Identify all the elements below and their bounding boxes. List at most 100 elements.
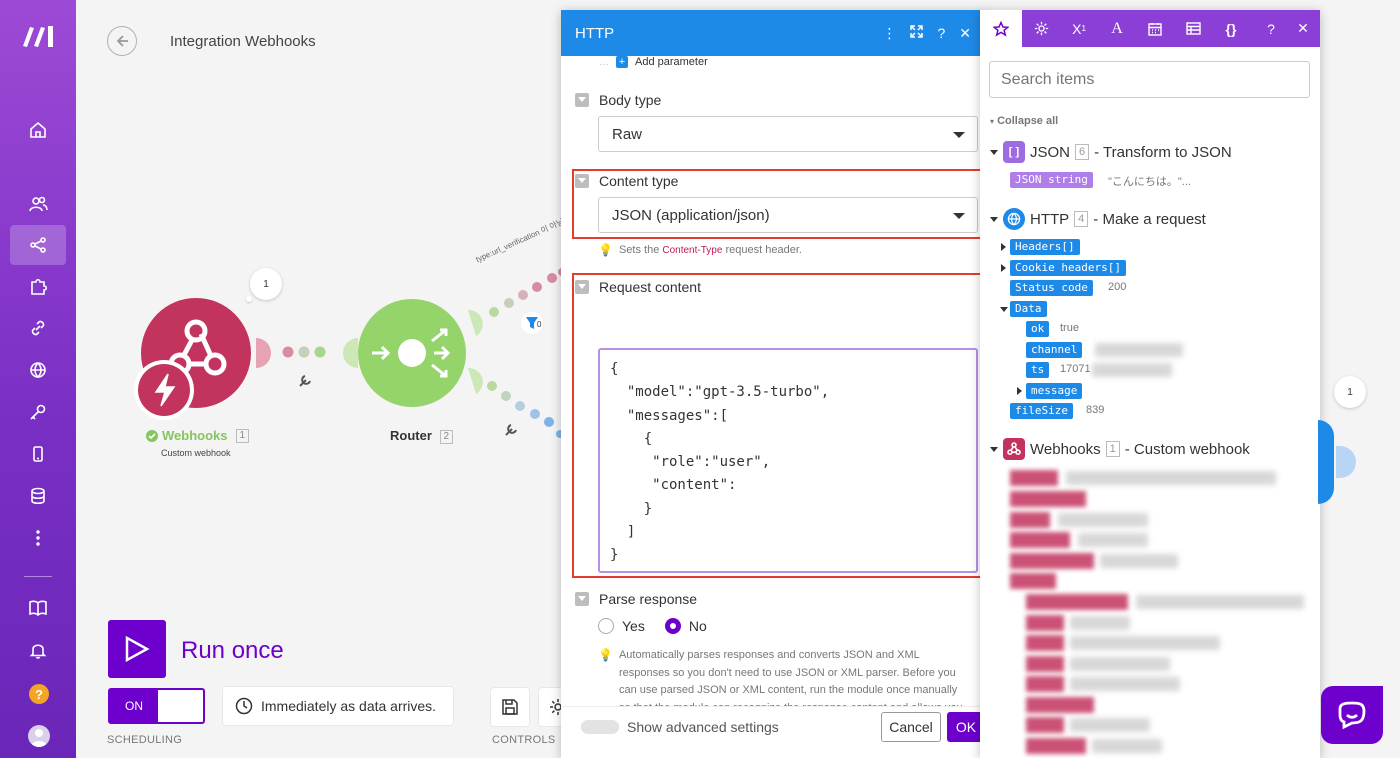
json-module-group[interactable]: [ ] JSON 6 - Transform to JSON [990, 141, 1232, 163]
content-type-label[interactable]: Content type [575, 173, 678, 189]
schedule-settings[interactable]: Immediately as data arrives. [223, 687, 453, 725]
collapse-icon[interactable] [575, 592, 589, 606]
http-module-group[interactable]: HTTP 4 - Make a request [990, 208, 1206, 230]
home-icon[interactable] [10, 110, 66, 150]
expand-icon[interactable] [990, 149, 998, 155]
hidden-module-edge[interactable] [1318, 420, 1334, 504]
advanced-settings-toggle[interactable] [581, 720, 619, 734]
help-icon[interactable]: ? [937, 25, 946, 41]
webhooks-module-label[interactable]: Webhooks 1 [146, 428, 250, 443]
help-icon[interactable]: ? [29, 684, 49, 704]
array-functions-table-icon[interactable] [1174, 10, 1212, 47]
radio-yes[interactable] [598, 618, 614, 634]
controls-caption: CONTROLS [492, 734, 556, 746]
webhooks-module-group[interactable]: Webhooks 1 - Custom webhook [990, 438, 1250, 460]
globe-icon [1003, 208, 1025, 230]
filesize-pill[interactable]: fileSize [1010, 403, 1073, 419]
run-once-button[interactable] [108, 620, 166, 678]
collapse-icon[interactable] [575, 174, 589, 188]
chat-icon [1338, 701, 1366, 730]
avatar[interactable] [28, 725, 50, 747]
cookie-headers-pill[interactable]: Cookie headers[] [1010, 260, 1126, 276]
more-options-icon[interactable]: ⋮ [882, 24, 897, 41]
scenarios-icon[interactable] [10, 225, 66, 265]
dialog-header: HTTP ⋮ ? ✕ [561, 10, 985, 56]
expand-icon[interactable] [1001, 264, 1006, 272]
notifications-bell-icon[interactable] [10, 630, 66, 670]
collapse-icon[interactable] [575, 280, 589, 294]
ok-button[interactable]: OK [947, 712, 985, 742]
ok-pill[interactable]: ok [1026, 321, 1050, 337]
expand-icon[interactable] [990, 446, 998, 452]
request-content-editor[interactable]: { "model":"gpt-3.5-turbo", "messages":[ … [598, 348, 978, 573]
scenario-canvas[interactable]: Integration Webhooks [76, 0, 1400, 758]
text-functions-icon[interactable]: A [1111, 19, 1123, 37]
cancel-button[interactable]: Cancel [881, 712, 941, 742]
general-functions-gear-icon[interactable] [1022, 10, 1060, 47]
scenario-graph [134, 268, 566, 438]
back-arrow-icon[interactable] [107, 26, 137, 56]
expand-icon[interactable] [990, 216, 998, 222]
right-module-operations-bubble[interactable]: 1 [1334, 376, 1366, 408]
http-module-dialog: HTTP ⋮ ? ✕ … + Add parameter Body type R… [561, 10, 985, 758]
save-icon[interactable] [491, 688, 529, 726]
data-stores-database-icon[interactable] [10, 476, 66, 516]
support-chat-button[interactable] [1321, 686, 1383, 744]
expand-icon[interactable] [1000, 307, 1008, 312]
date-functions-calendar-icon[interactable] [1136, 10, 1174, 47]
collapse-icon[interactable] [575, 93, 589, 107]
expand-icon[interactable] [1017, 387, 1022, 395]
channel-pill[interactable]: channel [1026, 342, 1083, 358]
more-vertical-icon[interactable] [10, 518, 66, 558]
team-icon[interactable] [10, 184, 66, 224]
ts-value: 17071 [1060, 363, 1091, 375]
webhooks-operations-bubble[interactable]: 1 [250, 268, 282, 300]
expand-icon[interactable] [1001, 243, 1006, 251]
search-input[interactable] [989, 61, 1310, 98]
make-logo-icon[interactable] [20, 22, 58, 50]
message-pill[interactable]: message [1026, 383, 1083, 399]
webhook-glyph-icon [168, 319, 227, 376]
json-functions-braces-icon[interactable]: {} [1225, 20, 1237, 37]
radio-no[interactable] [664, 618, 681, 634]
instant-trigger-bolt-icon [154, 373, 176, 407]
body-type-select[interactable]: Raw [598, 116, 978, 152]
run-once-label[interactable]: Run once [181, 637, 284, 664]
connections-link-icon[interactable] [10, 308, 66, 348]
webhooks-globe-icon[interactable] [10, 350, 66, 390]
redacted-value [1092, 363, 1172, 377]
help-icon[interactable]: ? [1267, 20, 1275, 37]
parse-response-label[interactable]: Parse response [575, 591, 697, 607]
status-code-pill[interactable]: Status code [1010, 280, 1093, 296]
router-module-label[interactable]: Router 2 [390, 428, 454, 444]
advanced-settings-label[interactable]: Show advanced settings [627, 719, 779, 735]
expand-icon[interactable] [910, 25, 924, 41]
devices-phone-icon[interactable] [10, 434, 66, 474]
add-parameter-link[interactable]: … + Add parameter [599, 56, 708, 68]
favorites-star-icon[interactable] [980, 10, 1022, 47]
content-type-select[interactable]: JSON (application/json) [598, 197, 978, 233]
templates-puzzle-icon[interactable] [10, 267, 66, 307]
documentation-book-icon[interactable] [10, 588, 66, 628]
ok-value: true [1060, 322, 1079, 334]
lightbulb-icon: 💡 [598, 648, 613, 662]
collapse-all-link[interactable]: ▾ Collapse all [990, 115, 1059, 127]
parse-response-radios: Yes No [598, 618, 707, 634]
close-icon[interactable]: ✕ [1297, 20, 1309, 36]
json-string-pill[interactable]: JSON string [1010, 172, 1093, 188]
headers-pill[interactable]: Headers[] [1010, 239, 1080, 255]
status-code-value: 200 [1108, 281, 1127, 293]
keys-icon[interactable] [10, 392, 66, 432]
scenario-title[interactable]: Integration Webhooks [170, 33, 316, 50]
request-content-label[interactable]: Request content [575, 279, 701, 295]
ts-pill[interactable]: ts [1026, 362, 1050, 378]
close-icon[interactable]: ✕ [959, 24, 971, 41]
scheduling-toggle[interactable]: ON [108, 688, 205, 724]
chevron-down-icon [953, 132, 965, 138]
filter-count: 0 [537, 320, 542, 329]
data-pill[interactable]: Data [1010, 301, 1047, 317]
body-type-label[interactable]: Body type [575, 92, 661, 108]
mapping-panel: X1 A {} ? ✕ ▾ Collapse all [ ] JSON 6 - … [980, 10, 1320, 758]
